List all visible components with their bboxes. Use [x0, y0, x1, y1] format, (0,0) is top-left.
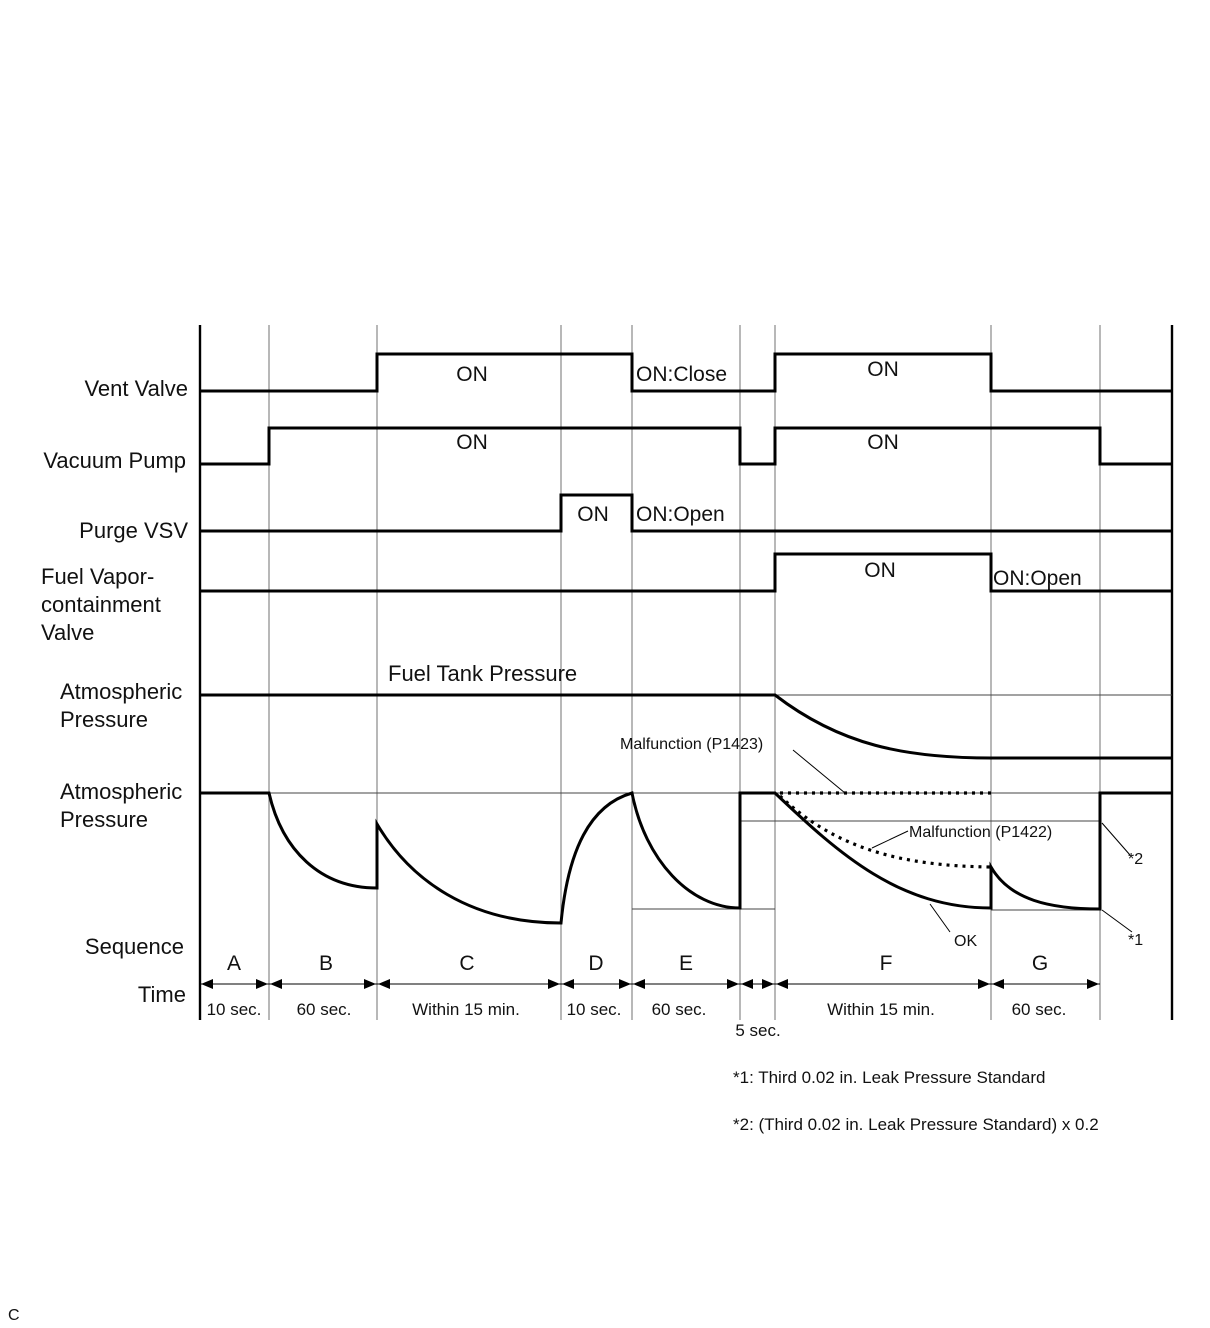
- vacuum-pump-waveform: [200, 426, 1172, 466]
- leader-ref1: [1101, 909, 1133, 933]
- vent-valve-on-c-label: ON: [456, 363, 488, 386]
- fuel-vapor-valve-open-label: ON:Open: [993, 567, 1082, 590]
- ref2-label: *2: [1128, 851, 1143, 868]
- canister-pressure-curve: [200, 791, 1172, 925]
- fuel-vapor-label-line1: Fuel Vapor-: [41, 564, 154, 589]
- fuel-tank-pressure-curve: [200, 693, 1172, 760]
- duration-c: Within 15 min.: [412, 1000, 520, 1019]
- duration-d: 10 sec.: [567, 1000, 622, 1019]
- sequence-label: Sequence: [85, 934, 184, 959]
- tank-atmospheric-label-line1: Atmospheric: [60, 679, 182, 704]
- sequence-step-b: B: [319, 952, 333, 975]
- ok-label: OK: [954, 933, 977, 950]
- sequence-step-d: D: [588, 952, 603, 975]
- vent-valve-on-f-label: ON: [867, 358, 899, 381]
- time-dimension-arrows: [200, 979, 1100, 989]
- vent-valve-close-label: ON:Close: [636, 363, 727, 386]
- sequence-steps: A B C D E F G: [227, 952, 1048, 975]
- leader-p1422: [871, 830, 909, 849]
- vacuum-pump-on-label: ON: [456, 431, 488, 454]
- purge-vsv-on-label: ON: [577, 503, 609, 526]
- sequence-step-f: F: [880, 952, 893, 975]
- vacuum-pump-on-f-label: ON: [867, 431, 899, 454]
- canister-pressure-trace: Malfunction (P1423) Malfunction (P1422) …: [200, 736, 1172, 950]
- leader-ref2: [1101, 822, 1131, 856]
- sequence-step-g: G: [1032, 952, 1048, 975]
- footnote-1: *1: Third 0.02 in. Leak Pressure Standar…: [733, 1068, 1045, 1087]
- time-arrowheads: [201, 979, 1099, 989]
- vent-valve-label: Vent Valve: [84, 376, 188, 401]
- state-labels: ON ON:Close ON ON ON ON ON:Open ON ON:Op…: [456, 358, 1081, 590]
- duration-a: 10 sec.: [207, 1000, 262, 1019]
- fuel-tank-pressure-label: Fuel Tank Pressure: [388, 661, 577, 686]
- sequence-step-e: E: [679, 952, 693, 975]
- signal-waveforms: [200, 352, 1172, 593]
- footnote-2: *2: (Third 0.02 in. Leak Pressure Standa…: [733, 1115, 1099, 1134]
- fuel-vapor-valve-on-label: ON: [864, 559, 896, 582]
- canister-atmospheric-label-line2: Pressure: [60, 807, 148, 832]
- canister-atmospheric-label-line1: Atmospheric: [60, 779, 182, 804]
- malfunction-p1422-label: Malfunction (P1422): [909, 824, 1052, 841]
- duration-f: Within 15 min.: [827, 1000, 935, 1019]
- time-label: Time: [138, 982, 186, 1007]
- duration-e: 60 sec.: [652, 1000, 707, 1019]
- sequence-step-c: C: [459, 952, 474, 975]
- leader-ok: [929, 903, 951, 933]
- footnotes: *1: Third 0.02 in. Leak Pressure Standar…: [733, 1068, 1099, 1134]
- purge-vsv-open-label: ON:Open: [636, 503, 725, 526]
- purge-vsv-waveform: [200, 493, 1172, 533]
- fuel-vapor-label-line3: Valve: [41, 620, 94, 645]
- purge-vsv-label: Purge VSV: [79, 518, 188, 543]
- tank-atmospheric-label-line2: Pressure: [60, 707, 148, 732]
- fuel-tank-pressure-trace: Fuel Tank Pressure: [200, 661, 1172, 760]
- fuel-vapor-label-line2: containment: [41, 592, 161, 617]
- duration-b: 60 sec.: [297, 1000, 352, 1019]
- malfunction-p1423-label: Malfunction (P1423): [620, 736, 763, 753]
- vent-valve-waveform: [200, 352, 1172, 393]
- vacuum-pump-label: Vacuum Pump: [43, 448, 186, 473]
- leader-p1423: [792, 749, 846, 794]
- fuel-vapor-valve-waveform: [200, 552, 1172, 593]
- time-durations: 10 sec. 60 sec. Within 15 min. 10 sec. 6…: [207, 1000, 1067, 1040]
- corner-mark: C: [8, 1307, 20, 1324]
- sequence-step-a: A: [227, 952, 241, 975]
- ref1-label: *1: [1128, 932, 1143, 949]
- signal-labels: Vent Valve Vacuum Pump Purge VSV Fuel Va…: [41, 376, 188, 1007]
- duration-gap: 5 sec.: [735, 1021, 780, 1040]
- duration-g: 60 sec.: [1012, 1000, 1067, 1019]
